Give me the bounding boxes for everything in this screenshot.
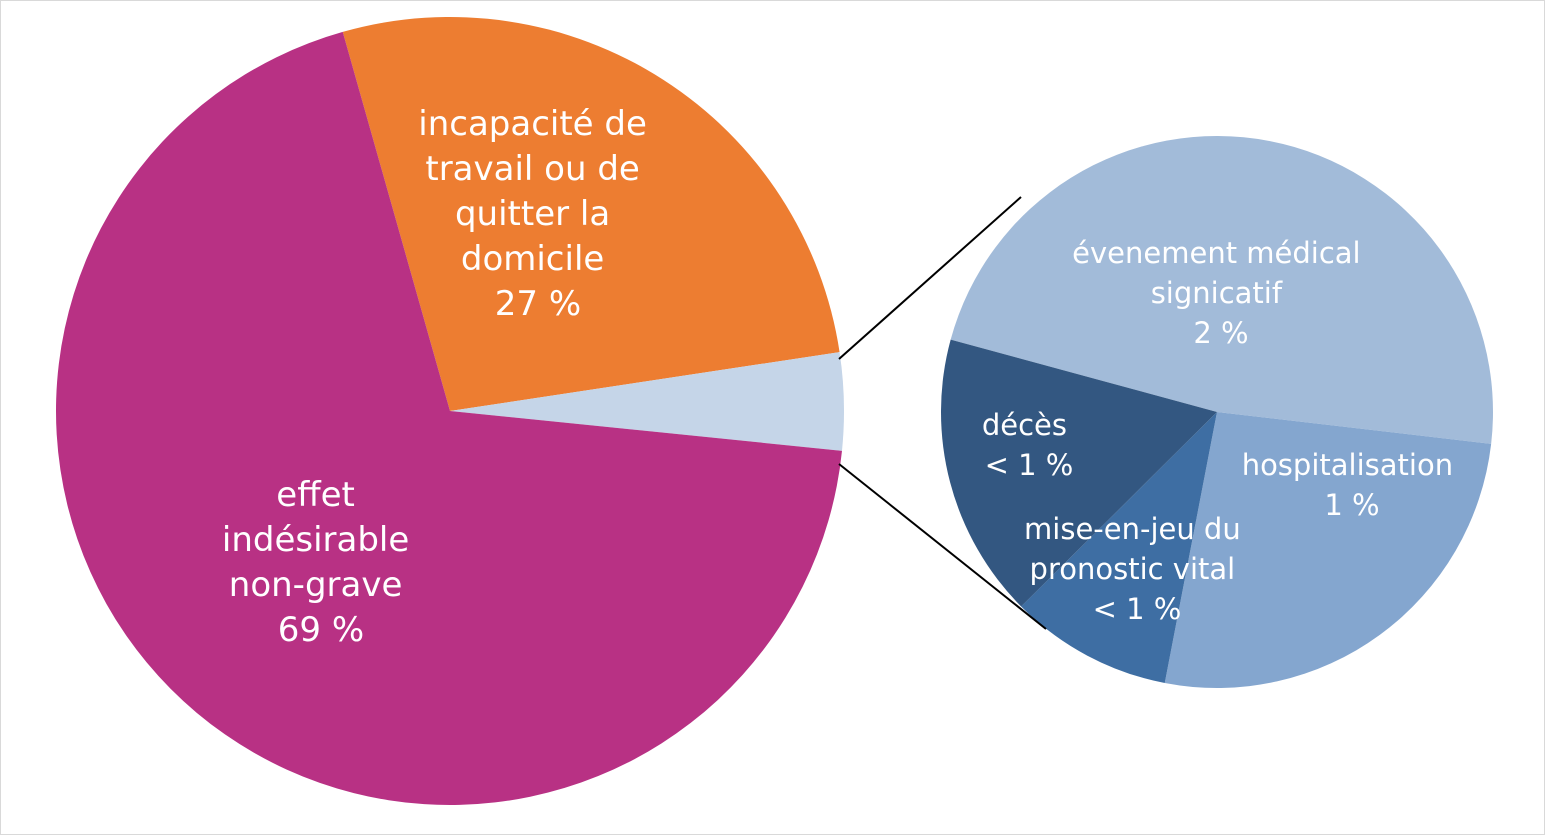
label-mise-en-jeu: mise-en-jeu du pronostic vital < 1 % <box>1024 512 1250 626</box>
secondary-slice-2 <box>1021 412 1217 684</box>
main-slice-1 <box>450 352 844 451</box>
main-pie <box>55 17 844 806</box>
label-non-grave: effet indésirable non-grave 69 % <box>222 475 420 650</box>
label-incapacite: incapacité de travail ou de quitter la d… <box>418 104 657 324</box>
secondary-pie <box>941 135 1493 688</box>
secondary-slice-1 <box>1164 412 1492 688</box>
connector-line-bottom <box>838 463 1047 630</box>
secondary-slice-3 <box>941 339 1217 607</box>
main-slice-0 <box>342 17 840 412</box>
main-slice-2 <box>55 31 842 806</box>
connector-line-top <box>838 196 1022 360</box>
label-deces: décès < 1 % <box>982 408 1076 482</box>
label-hospitalisation: hospitalisation 1 % <box>1242 448 1463 522</box>
secondary-slice-0 <box>950 135 1493 444</box>
label-evenement: évenement médical signicatif 2 % <box>1072 236 1370 350</box>
